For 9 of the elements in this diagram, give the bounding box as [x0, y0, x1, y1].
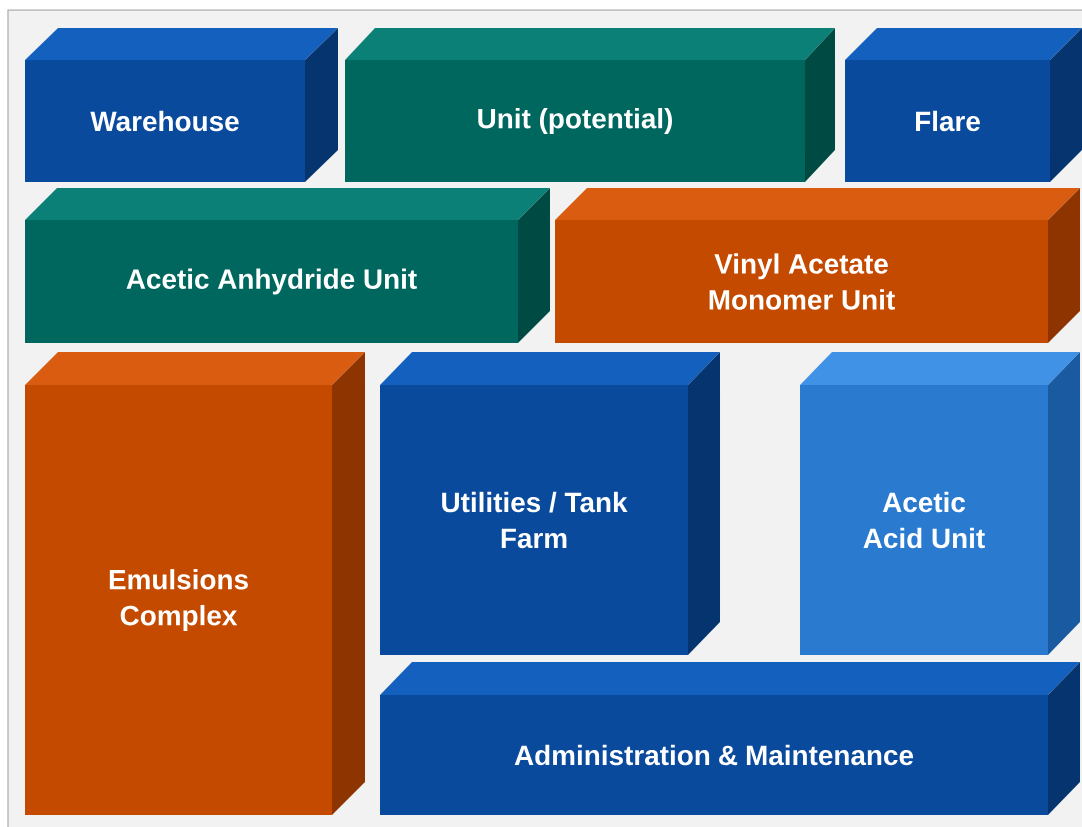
unit-block: Administration & Maintenance — [380, 662, 1080, 815]
unit-block: Flare — [845, 28, 1082, 182]
unit-block: Unit (potential) — [345, 28, 835, 182]
unit-block: Vinyl Acetate Monomer Unit — [555, 188, 1080, 343]
unit-block: Emulsions Complex — [25, 352, 365, 815]
unit-block: Warehouse — [25, 28, 338, 182]
unit-block: Acetic Anhydride Unit — [25, 188, 550, 343]
unit-block: Acetic Acid Unit — [800, 352, 1080, 655]
unit-block: Utilities / Tank Farm — [380, 352, 720, 655]
